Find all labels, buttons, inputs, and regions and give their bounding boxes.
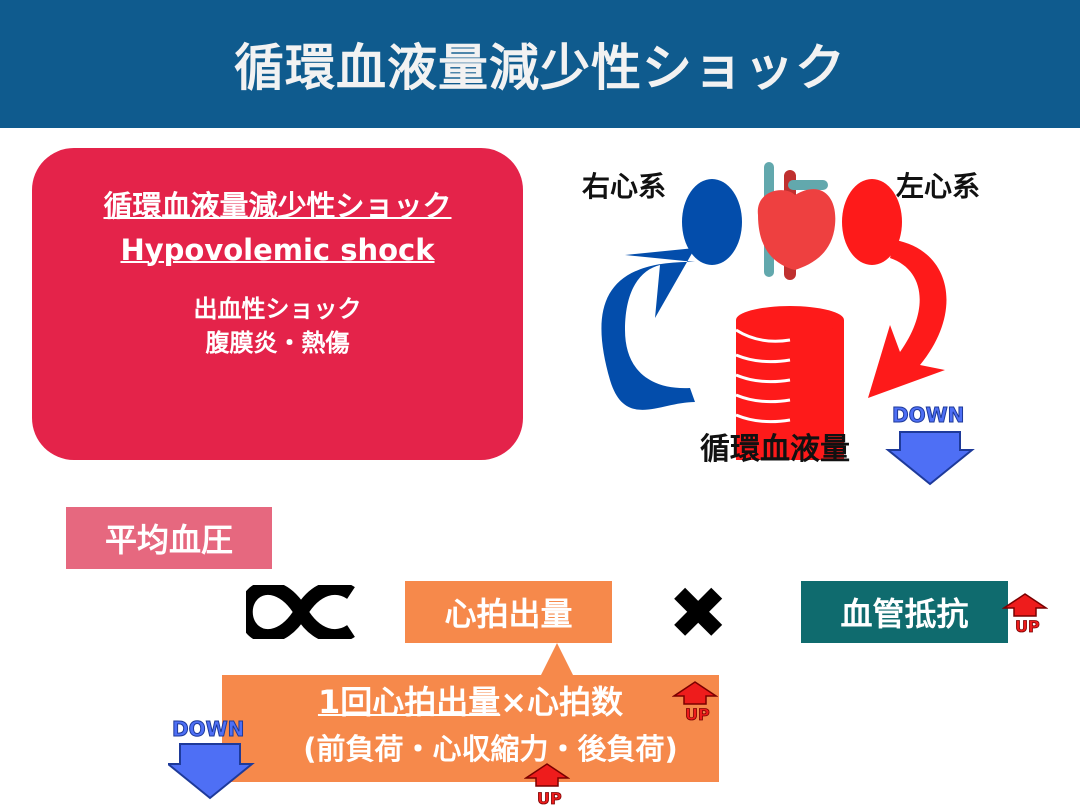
factors-text: (前負荷・心収縮力・後負荷): [303, 732, 678, 766]
heart-icon: [757, 162, 836, 280]
blue-return-arrow: [601, 248, 695, 410]
right-heart-icon: [682, 179, 742, 265]
preload-down-icon: DOWN: [168, 717, 255, 800]
page-title: 循環血液量減少性ショック: [234, 39, 846, 97]
proportional-icon: [246, 585, 355, 639]
header-bar: 循環血液量減少性ショック: [0, 0, 1080, 128]
definition-box: 循環血液量減少性ショック Hypovolemic shock 出血性ショック 腹…: [32, 148, 523, 460]
cardiac-output-detail: 1回心拍出量×心拍数 (前負荷・心収縮力・後負荷): [222, 675, 719, 782]
multiply-icon: ✖: [668, 571, 729, 655]
left-heart-label: 左心系: [896, 170, 981, 203]
callout-pointer: [540, 643, 574, 677]
svg-text:UP: UP: [537, 789, 562, 806]
contractility-up-icon: UP: [524, 763, 570, 806]
right-heart-label: 右心系: [582, 170, 667, 203]
mean-bp-box: 平均血圧: [66, 507, 272, 569]
cause-1: 出血性ショック: [193, 295, 362, 323]
title-ja: 循環血液量減少性ショック: [103, 189, 452, 223]
volume-down-icon: DOWN: [885, 403, 975, 486]
left-heart-icon: [842, 179, 902, 265]
red-outflow-arrow: [868, 240, 947, 398]
blood-volume-cylinder-icon: [735, 306, 844, 460]
cardiac-output-box: 心拍出量: [405, 581, 612, 643]
cause-2: 腹膜炎・熱傷: [205, 329, 350, 357]
svg-text:UP: UP: [685, 705, 710, 722]
heart-rate-text: ×心拍数: [500, 683, 624, 721]
title-en: Hypovolemic shock: [120, 233, 435, 267]
svg-text:UP: UP: [1015, 617, 1040, 634]
stroke-volume-text: 1回心拍出量: [317, 683, 501, 721]
svg-text:DOWN: DOWN: [172, 717, 244, 741]
vascular-resistance-box: 血管抵抗: [801, 581, 1008, 643]
svr-up-icon: UP: [1002, 593, 1048, 634]
svg-text:DOWN: DOWN: [892, 403, 964, 427]
heart-rate-up-icon: UP: [672, 681, 718, 722]
blood-volume-label: 循環血液量: [700, 432, 850, 467]
circulation-diagram: DOWN: [601, 162, 975, 486]
